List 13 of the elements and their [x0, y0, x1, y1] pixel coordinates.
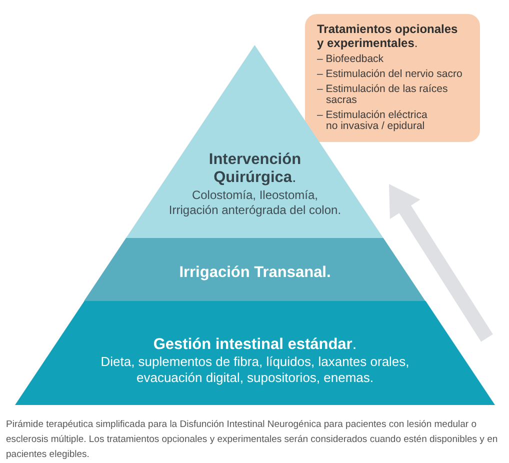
list-item: – Estimulación de las raíces sacras	[317, 84, 449, 106]
caption: Pirámide terapéutica simplificada para la Disfunción Intestinal Neurogénica para pacientes con lesión medular o esclerosis múltiple. Los tratamientos opcionales y experimentales serán considerados cuando estén disponibles y en pacientes elegibles.	[6, 418, 499, 462]
tier-heading: Gestión intestinal estándar.	[153, 334, 357, 354]
box-heading: Tratamientos opcionales y experimentales.	[317, 23, 459, 50]
list-item: – Estimulación del nervio sacro	[317, 69, 464, 80]
tier-heading: Intervención Quirúrgica.	[208, 151, 302, 187]
tier-description: Colostomía, Ileostomía, Irrigación anterógrada del colon.	[168, 188, 342, 218]
list-item: – Estimulación eléctrica no invasiva / epidural	[317, 110, 428, 132]
callout-box	[305, 14, 480, 142]
pyramid-tier	[15, 301, 495, 405]
list-item: – Biofeedback	[317, 54, 385, 65]
tier-heading: Irrigación Transanal.	[179, 263, 331, 282]
tier-description: Dieta, suplementos de fibra, líquidos, laxantes orales, evacuación digital, supositorios, enemas.	[100, 354, 410, 386]
